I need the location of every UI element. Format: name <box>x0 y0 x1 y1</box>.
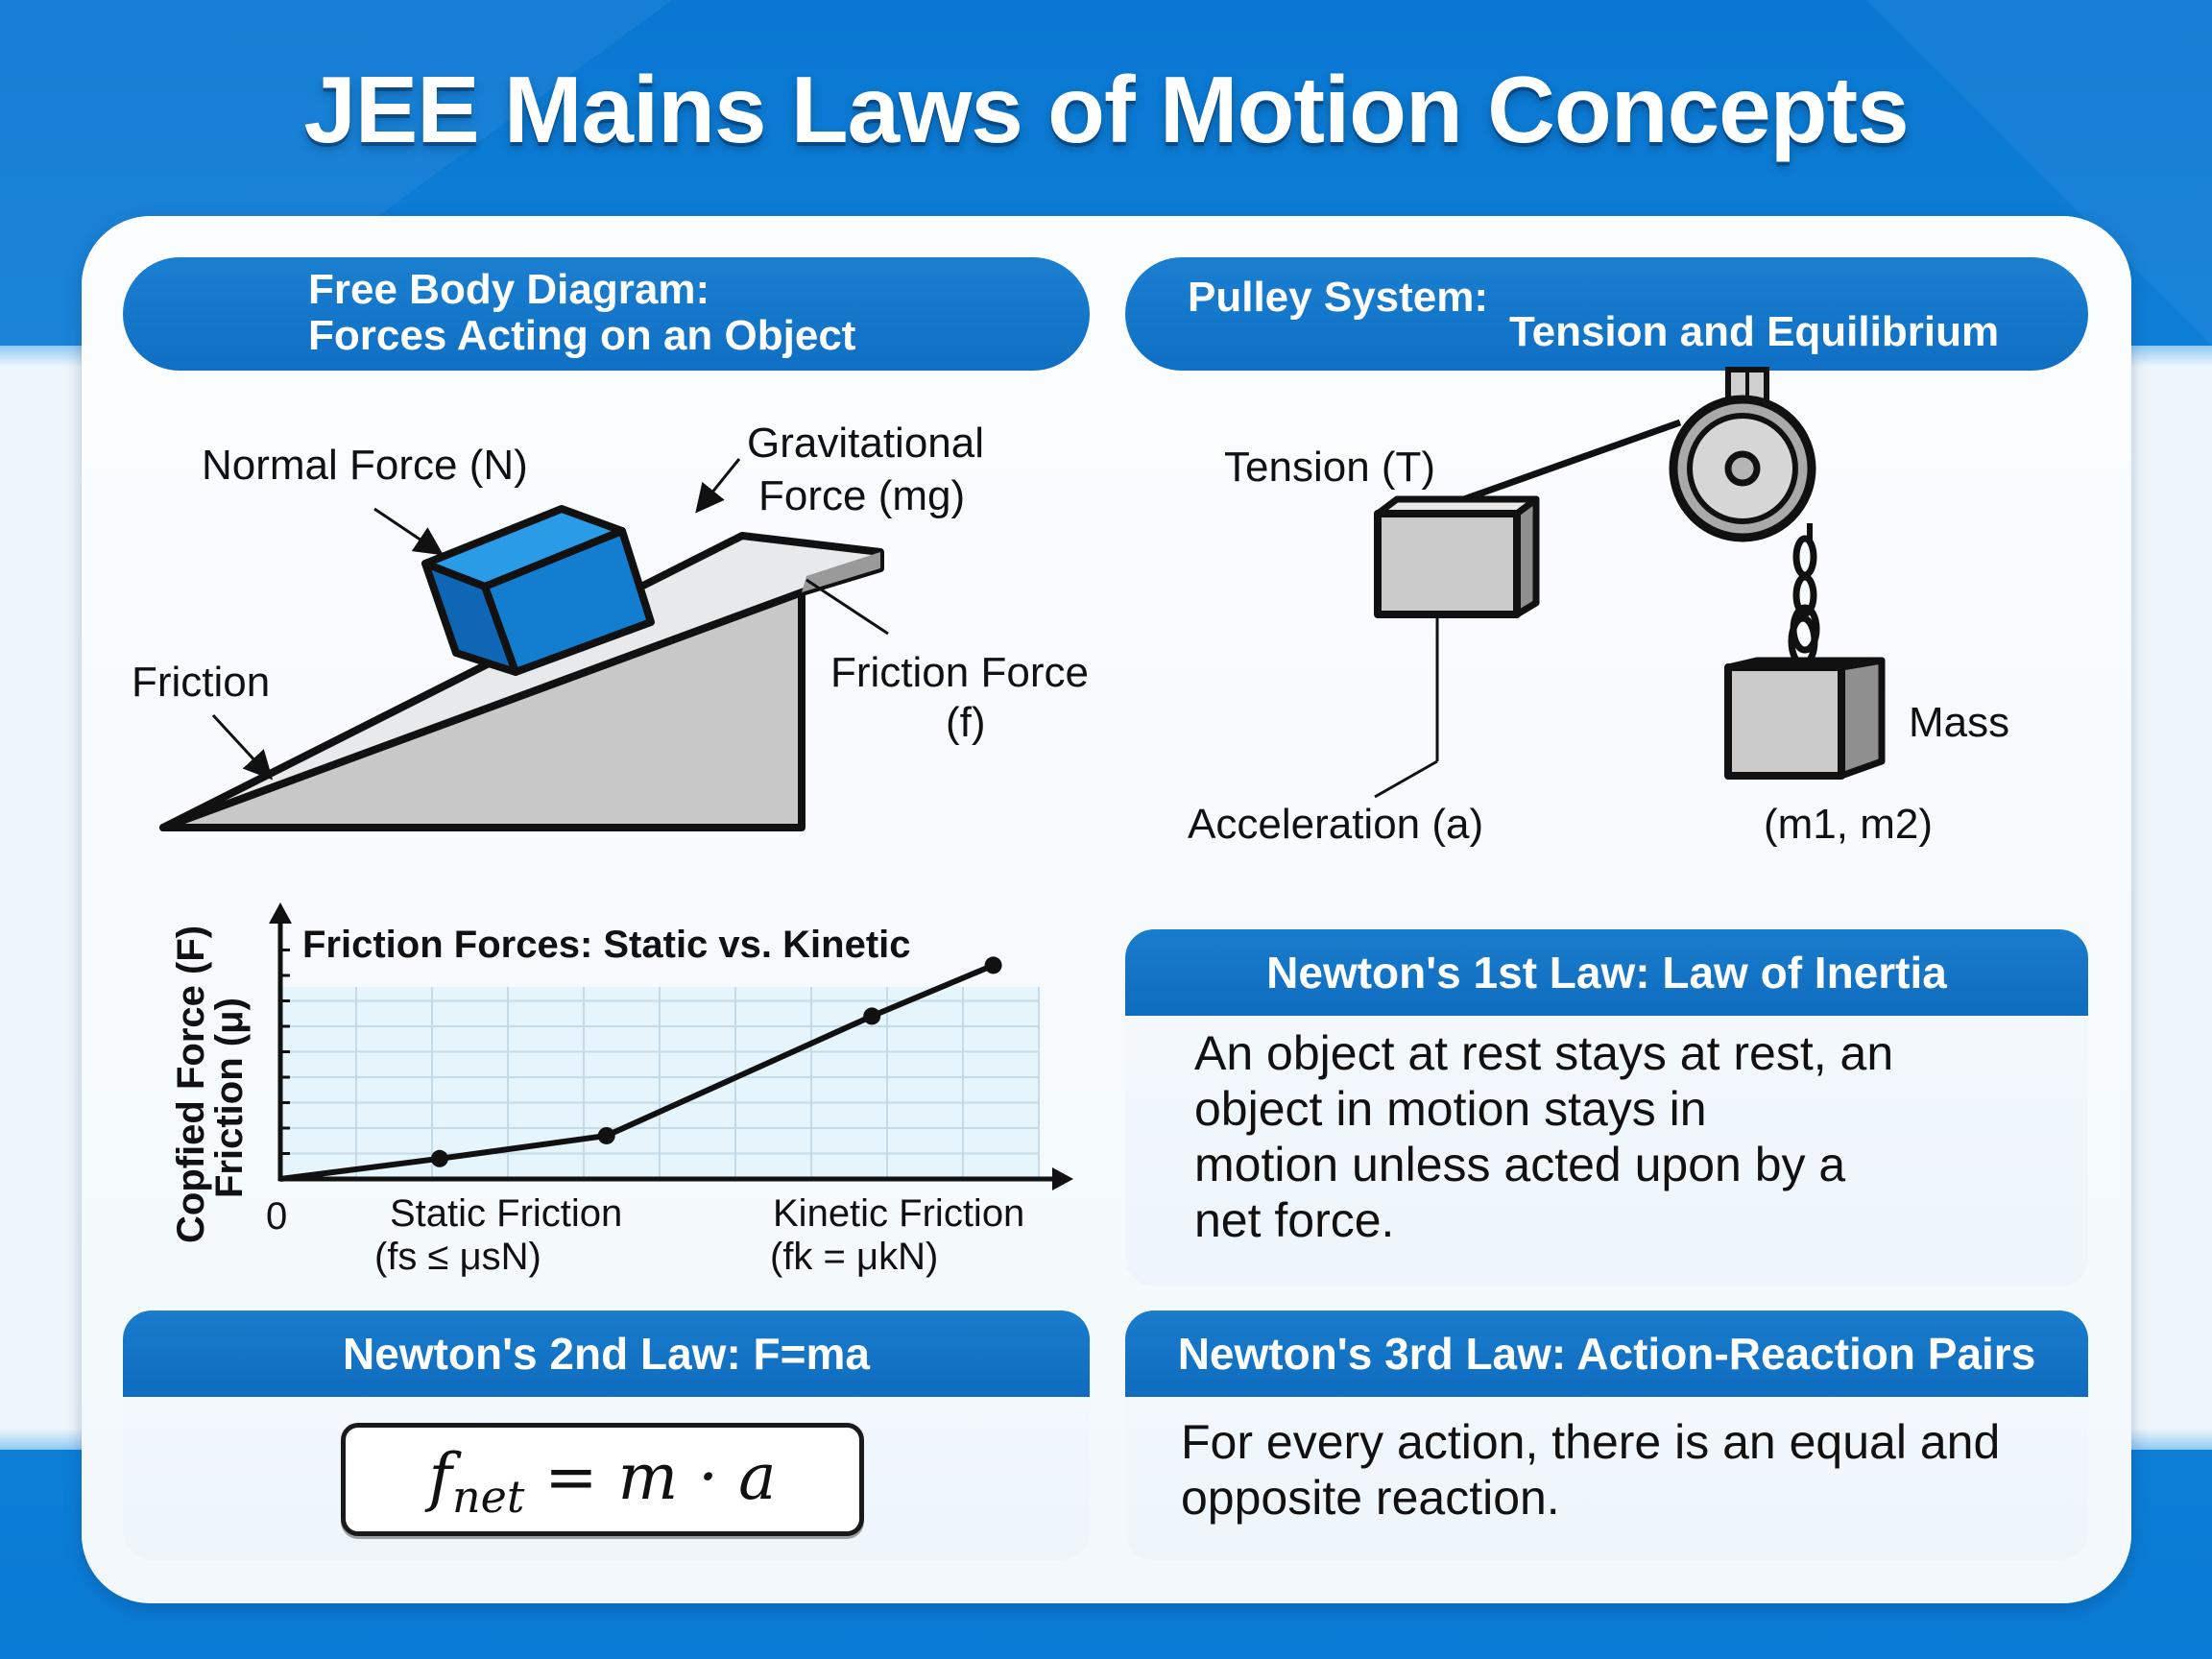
normal-force-label: Normal Force (N) <box>202 442 528 489</box>
acceleration-label: Acceleration (a) <box>1188 801 1484 848</box>
newton-third-law-card: Newton's 3rd Law: Action-Reaction Pairs … <box>1125 1310 2088 1560</box>
formula-subscript: net <box>451 1471 525 1523</box>
newton-third-law-line: opposite reaction. <box>1181 1471 1560 1525</box>
pulley-header-line2: Tension and Equilibrium <box>1509 308 2000 355</box>
pulley-header-line1: Pulley System: <box>1188 274 1489 321</box>
free-body-header: Free Body Diagram: Forces Acting on an O… <box>123 257 1090 371</box>
mass-values-label: (m1, m2) <box>1764 801 1933 848</box>
formula-rest: = m · a <box>524 1440 777 1514</box>
free-body-header-line1: Free Body Diagram: <box>308 266 710 313</box>
newton-first-law-line: An object at rest stays at rest, an <box>1194 1026 1894 1080</box>
newton-first-law-card: Newton's 1st Law: Law of Inertia An obje… <box>1125 929 2088 1286</box>
friction-label: Friction <box>132 659 271 706</box>
newton-third-law-line: For every action, there is an equal and <box>1181 1415 2001 1469</box>
newton-third-law-text: For every action, there is an equal and … <box>1181 1414 2000 1526</box>
newton-first-law-line: motion unless acted upon by a <box>1194 1138 1846 1191</box>
formula-f: f <box>428 1440 452 1514</box>
newton-first-law-header: Newton's 1st Law: Law of Inertia <box>1125 929 2088 1016</box>
newton-first-law-text: An object at rest stays at rest, an obje… <box>1194 1025 1893 1248</box>
tension-label: Tension (T) <box>1224 444 1436 491</box>
mass-label: Mass <box>1909 699 2010 746</box>
newton-second-law-formula: fnet = m · a <box>341 1423 864 1536</box>
page-title: JEE Mains Laws of Motion Concepts <box>303 57 1909 162</box>
pulley-header: Pulley System: Tension and Equilibrium <box>1125 257 2088 371</box>
newton-second-law-header: Newton's 2nd Law: F=ma <box>123 1310 1090 1397</box>
gravitational-force-label-line2: Force (mg) <box>758 472 966 519</box>
gravitational-force-label-line1: Gravitational <box>747 420 985 467</box>
free-body-header-line2: Forces Acting on an Object <box>308 312 856 359</box>
newton-first-law-line: net force. <box>1194 1193 1395 1247</box>
newton-first-law-line: object in motion stays in <box>1194 1082 1707 1136</box>
friction-force-label-line2: (f) <box>946 699 986 746</box>
newton-third-law-header: Newton's 3rd Law: Action-Reaction Pairs <box>1125 1310 2088 1397</box>
friction-force-label-line1: Friction Force <box>830 649 1089 696</box>
